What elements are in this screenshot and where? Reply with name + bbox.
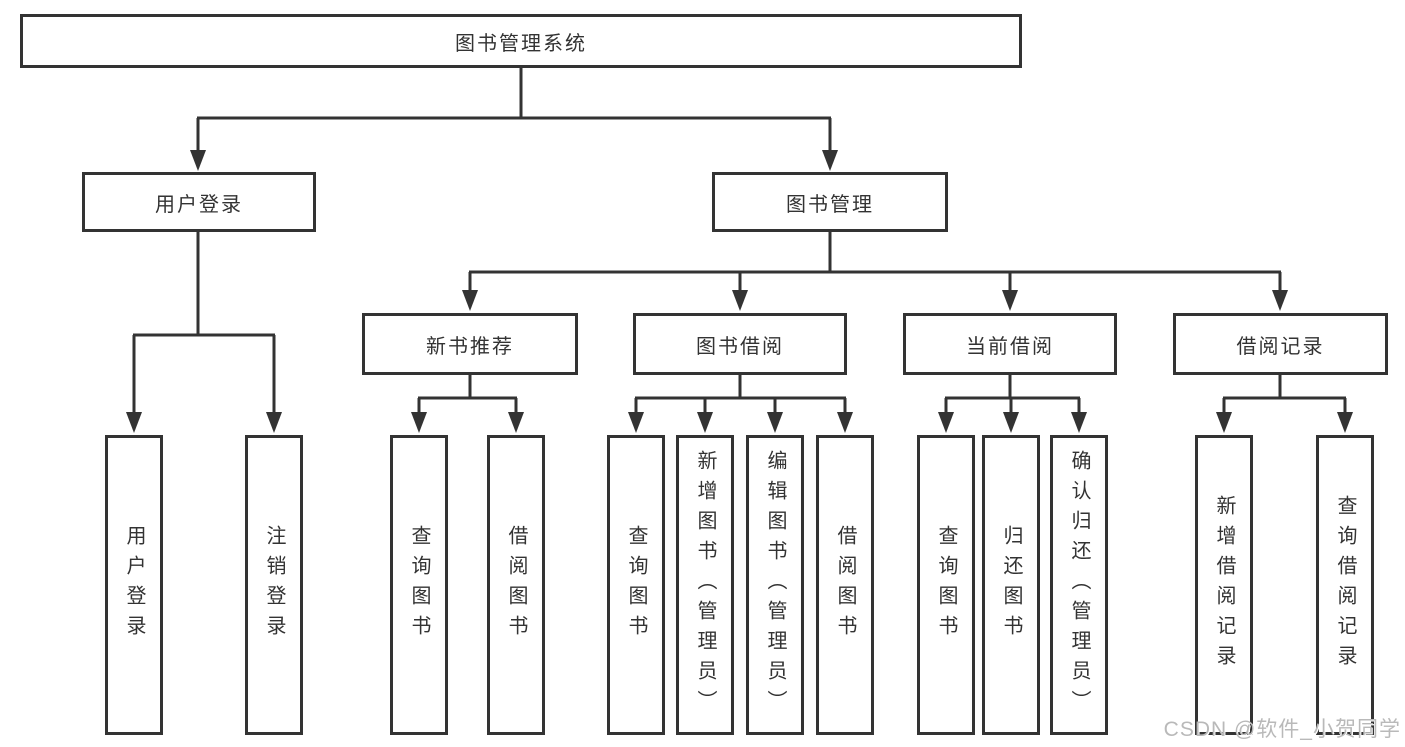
leaf-edit-books-admin-label: 编辑图书（管理员）	[764, 450, 786, 720]
arrowhead	[837, 412, 853, 433]
arrowhead	[697, 412, 713, 433]
node-root-label: 图书管理系统	[455, 32, 587, 55]
connector-userlogin-to-leaves	[132, 232, 276, 414]
arrowhead	[1216, 412, 1232, 433]
connector-bookborrow-to-leaves	[634, 375, 847, 414]
arrowhead	[126, 412, 142, 433]
node-new-book-recommend: 新书推荐	[362, 313, 578, 375]
node-book-borrow-label: 图书借阅	[696, 335, 784, 358]
arrowhead	[1337, 412, 1353, 433]
leaf-add-borrow-record-label: 新增借阅记录	[1213, 495, 1235, 675]
leaf-confirm-return-admin-label: 确认归还（管理员）	[1068, 450, 1090, 720]
connector-root-to-level2	[196, 68, 832, 152]
node-book-borrow: 图书借阅	[633, 313, 847, 375]
connector-borrowrecord-to-leaves	[1222, 375, 1347, 414]
arrowhead	[1002, 290, 1018, 311]
leaf-query-books-current-label: 查询图书	[935, 525, 957, 645]
connector-currentborrow-to-leaves	[944, 375, 1081, 414]
node-book-management-label: 图书管理	[786, 193, 874, 216]
arrowhead	[1071, 412, 1087, 433]
leaf-borrow-books-recommend-label: 借阅图书	[505, 525, 527, 645]
arrowhead	[190, 150, 206, 171]
arrowhead	[767, 412, 783, 433]
leaf-query-books-borrow: 查询图书	[607, 435, 665, 735]
arrowhead	[822, 150, 838, 171]
arrowhead	[938, 412, 954, 433]
leaf-user-login: 用户登录	[105, 435, 163, 735]
leaf-query-borrow-record: 查询借阅记录	[1316, 435, 1374, 735]
arrowhead	[508, 412, 524, 433]
leaf-logout: 注销登录	[245, 435, 303, 735]
leaf-query-books-current: 查询图书	[917, 435, 975, 735]
arrowhead	[628, 412, 644, 433]
leaf-query-books-borrow-label: 查询图书	[625, 525, 647, 645]
leaf-add-books-admin: 新增图书（管理员）	[676, 435, 734, 735]
node-borrow-record-label: 借阅记录	[1236, 335, 1325, 358]
leaf-user-login-label: 用户登录	[123, 525, 145, 645]
leaf-confirm-return-admin: 确认归还（管理员）	[1050, 435, 1108, 735]
node-new-book-recommend-label: 新书推荐	[426, 335, 514, 358]
arrowhead	[462, 290, 478, 311]
leaf-return-books-label: 归还图书	[1000, 525, 1022, 645]
leaf-logout-label: 注销登录	[263, 525, 285, 645]
leaf-borrow-books: 借阅图书	[816, 435, 874, 735]
leaf-borrow-books-label: 借阅图书	[834, 525, 856, 645]
node-user-login-label: 用户登录	[155, 193, 243, 216]
leaf-add-books-admin-label: 新增图书（管理员）	[694, 450, 716, 720]
connector-newbook-to-leaves	[417, 375, 518, 414]
arrowhead	[266, 412, 282, 433]
leaf-query-books-recommend-label: 查询图书	[408, 525, 430, 645]
node-current-borrow-label: 当前借阅	[966, 335, 1054, 358]
leaf-borrow-books-recommend: 借阅图书	[487, 435, 545, 735]
leaf-edit-books-admin: 编辑图书（管理员）	[746, 435, 804, 735]
arrowhead	[1003, 412, 1019, 433]
leaf-query-borrow-record-label: 查询借阅记录	[1334, 495, 1356, 675]
node-borrow-record: 借阅记录	[1173, 313, 1388, 375]
leaf-return-books: 归还图书	[982, 435, 1040, 735]
connector-bookmgmt-to-level3	[468, 232, 1282, 292]
arrowhead	[411, 412, 427, 433]
leaf-query-books-recommend: 查询图书	[390, 435, 448, 735]
arrowhead	[1272, 290, 1288, 311]
arrowhead	[732, 290, 748, 311]
node-book-management: 图书管理	[712, 172, 948, 232]
leaf-add-borrow-record: 新增借阅记录	[1195, 435, 1253, 735]
node-current-borrow: 当前借阅	[903, 313, 1117, 375]
csdn-watermark: CSDN @软件_小贺同学	[1163, 718, 1401, 741]
node-user-login: 用户登录	[82, 172, 316, 232]
node-root: 图书管理系统	[20, 14, 1022, 68]
